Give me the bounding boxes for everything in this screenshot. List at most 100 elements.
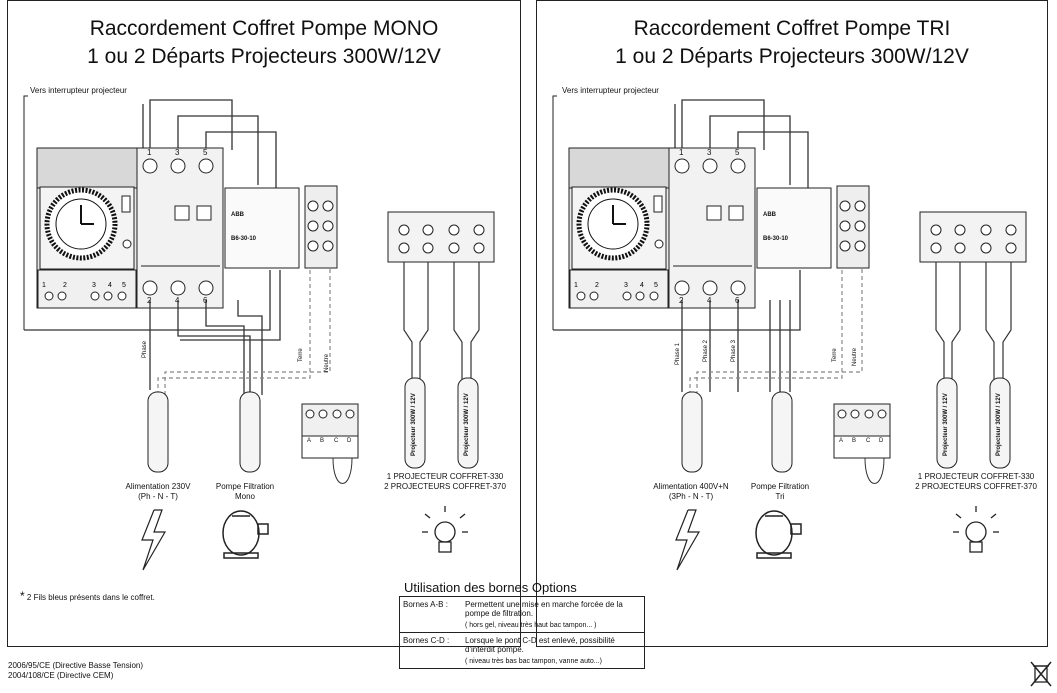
mono-projector-count-line1: 1 PROJECTEUR COFFRET-330	[386, 472, 504, 481]
lightning-icon	[141, 509, 167, 571]
mono-panel: Raccordement Coffret Pompe MONO 1 ou 2 D…	[7, 0, 521, 647]
mono-contactor-brand: ABB	[231, 212, 244, 218]
tri-supply-cable	[681, 391, 703, 473]
footer-line1: 2006/95/CE (Directive Basse Tension)	[8, 661, 144, 670]
tri-projector-cables	[936, 377, 1011, 469]
tri-projector-wires	[935, 262, 1012, 380]
mono-wires-top	[142, 99, 277, 188]
mono-projector-wires	[403, 262, 480, 380]
options-row-desc: Permettent une mise en marche forcée de …	[465, 600, 623, 618]
tri-projector-caption: 1 PROJECTEUR COFFRET-330 2 PROJECTEURS C…	[906, 472, 1046, 492]
tri-wire-terre: Terre	[832, 348, 838, 362]
tri-terminal-bottom-4: 4	[707, 296, 712, 305]
mono-note-star: *	[20, 589, 25, 603]
footer-directives: 2006/95/CE (Directive Basse Tension) 200…	[8, 661, 143, 681]
mono-pump-caption: Pompe Filtration Mono	[200, 482, 290, 502]
mono-terminal-top-1: 1	[147, 148, 152, 157]
tri-wire-phase2: Phase 2	[703, 339, 709, 362]
tri-terminal-letter-d: D	[879, 438, 884, 444]
mono-terminal-letter-d: D	[347, 438, 352, 444]
tri-projector-count-line1: 1 PROJECTEUR COFFRET-330	[917, 472, 1035, 481]
options-row-text: Permettent une mise en marche forcée de …	[462, 597, 645, 633]
tri-switch-label: Vers interrupteur projecteur	[562, 86, 659, 95]
mono-terminal-top-5: 5	[203, 148, 208, 157]
footer-line2: 2004/108/CE (Directive CEM)	[8, 671, 114, 680]
svg-text:2: 2	[63, 282, 67, 289]
mono-terminal-letter-c: C	[334, 438, 339, 444]
mono-options-terminals	[301, 403, 359, 484]
mono-supply-line2: (Ph - N - T)	[138, 492, 178, 501]
tri-terminal-bottom-6: 6	[735, 296, 740, 305]
mono-supply-line1: Alimentation 230V	[125, 482, 191, 491]
mono-title-line1: Raccordement Coffret Pompe MONO	[89, 17, 439, 40]
tri-terminal-letter-b: B	[852, 438, 857, 444]
table-row: Bornes C-D : Lorsque le pont C-D est enl…	[399, 632, 645, 669]
tri-wires-dashed	[689, 268, 863, 395]
svg-text:4: 4	[640, 282, 644, 289]
tri-projector-count-line2: 2 PROJECTEURS COFFRET-370	[915, 482, 1037, 491]
tri-terminal-letter-c: C	[866, 438, 871, 444]
tri-pump-caption: Pompe Filtration Tri	[735, 482, 825, 502]
table-row: Bornes A-B : Permettent une mise en marc…	[400, 597, 645, 633]
tri-supply-line1: Alimentation 400V+N	[653, 482, 729, 491]
tri-panel: Raccordement Coffret Pompe TRI 1 ou 2 Dé…	[536, 0, 1048, 647]
mono-supply-cable	[147, 391, 169, 473]
tri-options-terminals	[833, 403, 891, 484]
mono-pump-line1: Pompe Filtration	[215, 482, 275, 491]
svg-text:1: 1	[42, 282, 46, 289]
pump-icon	[755, 510, 802, 559]
mono-terminal-bottom-2: 2	[147, 296, 152, 305]
options-row-text: Lorsque le pont C-D est enlevé, possibil…	[462, 632, 645, 669]
tri-pump-line2: Tri	[775, 492, 785, 501]
tri-pump-line1: Pompe Filtration	[750, 482, 810, 491]
options-heading: Utilisation des bornes Options	[404, 580, 577, 595]
tri-wire-phase1: Phase 1	[675, 342, 681, 365]
mono-projector-terminals	[387, 211, 495, 263]
mono-projector-cables	[404, 377, 479, 469]
mono-supply-caption: Alimentation 230V (Ph - N - T)	[108, 482, 208, 502]
svg-text:4: 4	[108, 282, 112, 289]
tri-terminal-top-3: 3	[707, 148, 712, 157]
tri-wire-phase3: Phase 3	[731, 339, 737, 362]
tri-wires-bottom	[553, 270, 801, 392]
tri-terminal-bottom-2: 2	[679, 296, 684, 305]
options-row-key: Bornes A-B :	[403, 600, 448, 609]
mono-wires-dashed	[157, 268, 331, 395]
mono-projector-count-line2: 2 PROJECTEURS COFFRET-370	[384, 482, 506, 491]
mono-note-text: 2 Fils bleus présents dans le coffret.	[26, 593, 155, 602]
mono-pump-cable	[239, 391, 261, 473]
tri-pump-cable	[771, 391, 793, 473]
mono-terminal-bottom-4: 4	[175, 296, 180, 305]
mono-terminal-bottom-6: 6	[203, 296, 208, 305]
tri-projector-terminals	[919, 211, 1027, 263]
options-row-desc: Lorsque le pont C-D est enlevé, possibil…	[465, 636, 615, 654]
svg-text:5: 5	[122, 282, 126, 289]
pump-icon	[222, 510, 269, 559]
tri-supply-caption: Alimentation 400V+N (3Ph - N - T)	[636, 482, 746, 502]
lightning-icon	[675, 509, 701, 571]
tri-title: Raccordement Coffret Pompe TRI 1 ou 2 Dé…	[537, 15, 1047, 71]
mono-contactor-module	[136, 147, 338, 309]
svg-text:5: 5	[654, 282, 658, 289]
tri-title-line2: 1 ou 2 Départs Projecteurs 300W/12V	[615, 45, 969, 68]
tri-switch-arrow	[552, 95, 557, 330]
mono-terminal-letter-b: B	[320, 438, 325, 444]
svg-text:3: 3	[624, 282, 628, 289]
lamp-icon	[422, 506, 468, 553]
mono-wires-bottom	[24, 270, 281, 395]
tri-projector-1-label: Projecteur 300W / 12V	[943, 393, 949, 456]
mono-title: Raccordement Coffret Pompe MONO 1 ou 2 D…	[8, 15, 520, 71]
tri-title-line1: Raccordement Coffret Pompe TRI	[633, 17, 951, 40]
tri-wire-neutre: Neutre	[852, 347, 858, 366]
mono-timer-module: 1 2 3 4 5	[36, 147, 138, 309]
mono-switch-label: Vers interrupteur projecteur	[30, 86, 127, 95]
tri-supply-line2: (3Ph - N - T)	[668, 492, 714, 501]
mono-title-line2: 1 ou 2 Départs Projecteurs 300W/12V	[87, 45, 441, 68]
tri-terminal-top-1: 1	[679, 148, 684, 157]
mono-switch-arrow	[23, 95, 28, 330]
tri-timer-module: 1 2 3 4 5	[568, 147, 670, 309]
svg-text:2: 2	[595, 282, 599, 289]
mono-pump-line2: Mono	[234, 492, 255, 501]
